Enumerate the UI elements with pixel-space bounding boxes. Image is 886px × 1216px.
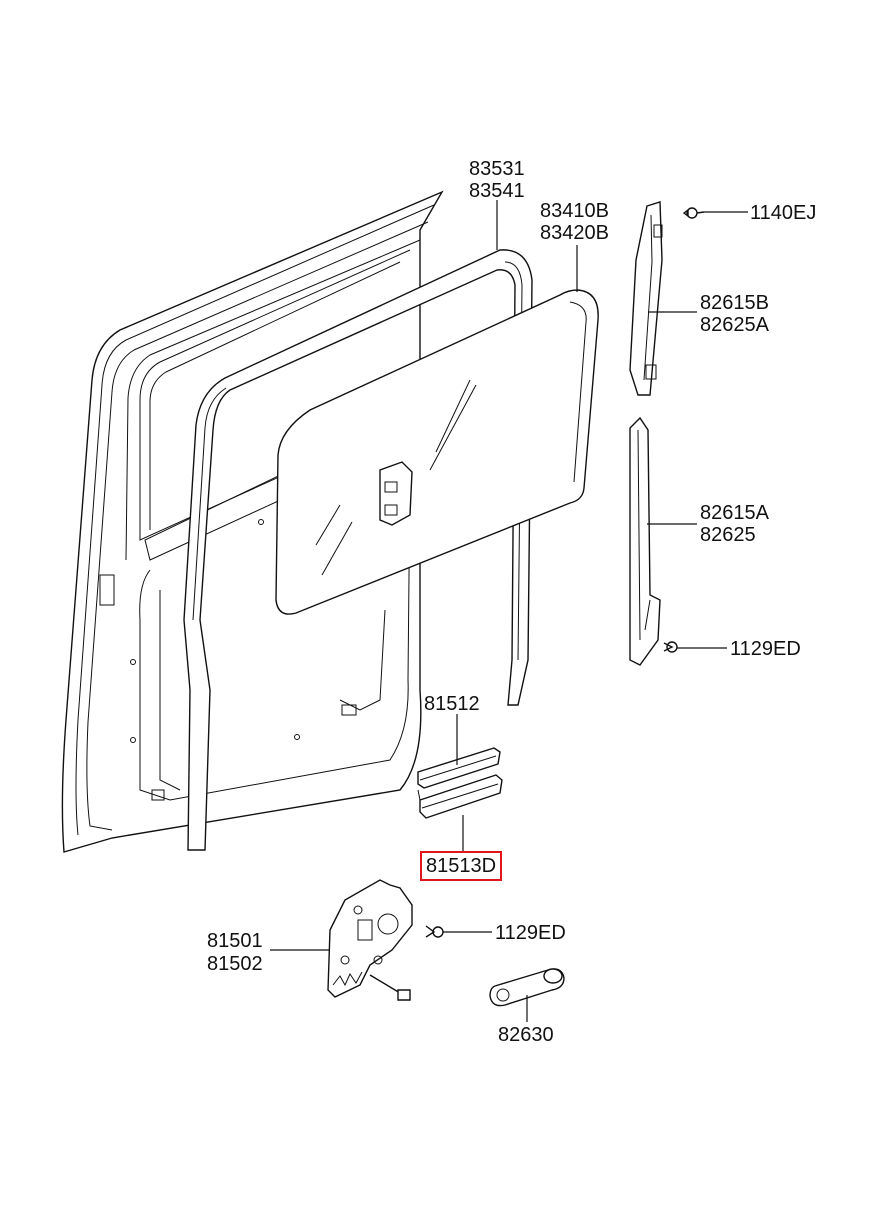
part-number-1129ed-lower: 1129ED (495, 922, 566, 944)
bolt-1129ed-upper (663, 641, 678, 653)
bolt-1129ed-lower (425, 925, 444, 938)
part-number-81501: 81501 (207, 930, 263, 952)
bolt-1140ej (682, 207, 705, 219)
window-crank-handle (489, 968, 565, 1007)
part-number-1129ed-upper: 1129ED (730, 638, 801, 660)
part-number-81502: 81502 (207, 953, 263, 975)
part-number-83531: 83531 (469, 158, 525, 180)
lower-run-channel (629, 416, 661, 666)
part-number-82630: 82630 (498, 1024, 554, 1046)
part-number-81512: 81512 (424, 693, 480, 715)
part-number-81513d-highlighted[interactable]: 81513D (420, 851, 503, 881)
part-number-83410b: 83410B (540, 200, 609, 222)
window-regulator (327, 879, 413, 1001)
leader-lines (270, 200, 748, 1022)
door-weatherstrip (183, 249, 533, 851)
door-glass (275, 289, 599, 615)
part-number-82615b: 82615B (700, 292, 769, 314)
part-number-83420b: 83420B (540, 222, 609, 244)
part-number-82625: 82625 (700, 524, 756, 546)
upper-run-channel (629, 201, 663, 396)
part-number-82615a: 82615A (700, 502, 769, 524)
door-panel (61, 190, 444, 853)
part-number-83541: 83541 (469, 180, 525, 202)
glass-channel-strips (417, 747, 503, 819)
part-number-1140ej: 1140EJ (750, 202, 817, 224)
part-number-82625a: 82625A (700, 314, 769, 336)
